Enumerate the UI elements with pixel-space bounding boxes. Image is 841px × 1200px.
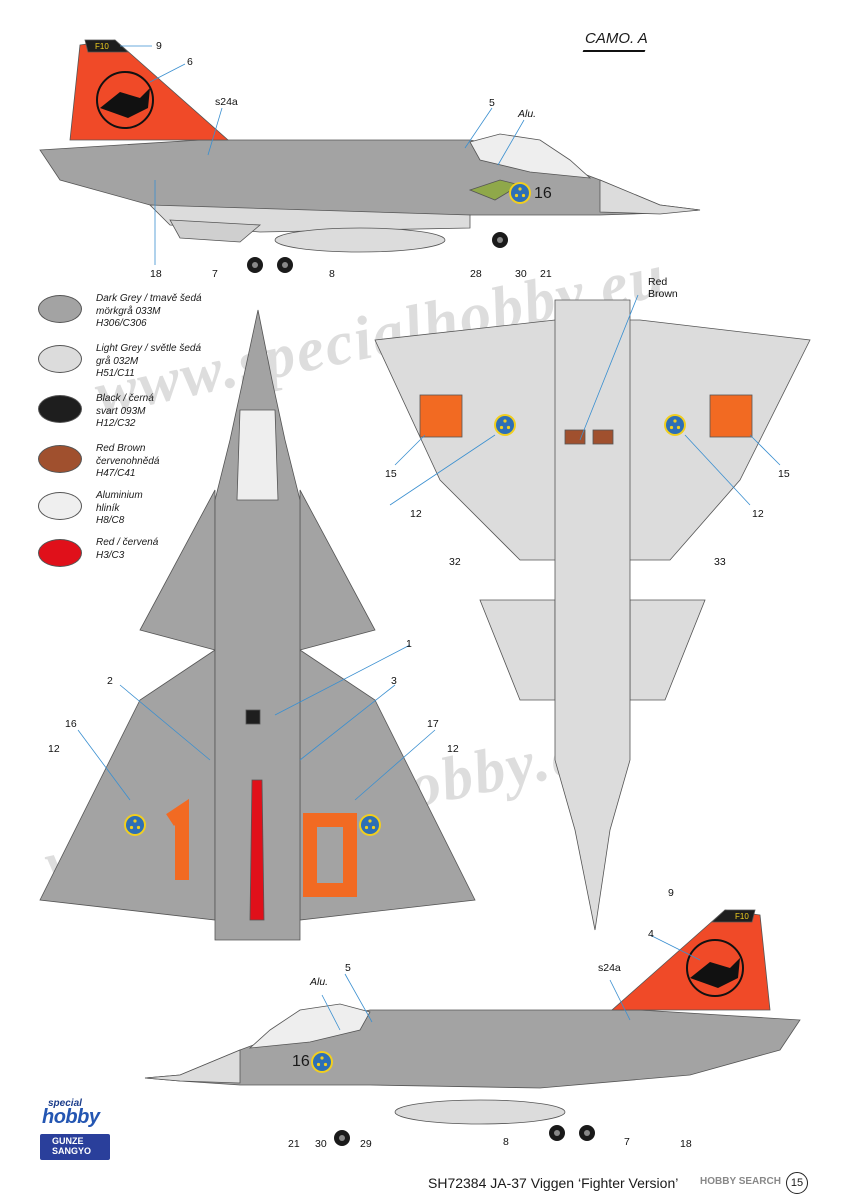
callout-7-bottom: 7 bbox=[624, 1136, 630, 1148]
gunze-line1: GUNZE bbox=[52, 1136, 84, 1146]
hobby-logo-text: hobby bbox=[42, 1106, 100, 1128]
legend-text: Light Grey / světle šedá bbox=[96, 343, 202, 354]
callout-17: 17 bbox=[427, 718, 439, 730]
camo-label: CAMO. A bbox=[585, 30, 648, 47]
legend-swatch bbox=[38, 445, 82, 473]
callout-7: 7 bbox=[212, 268, 218, 280]
gunze-logo-text: GUNZE SANGYO bbox=[52, 1136, 91, 1156]
legend-text: Dark Grey / tmavě šedá bbox=[96, 293, 202, 304]
legend-item-red: Red / červená H3/C3 bbox=[38, 537, 158, 567]
legend-text: Black / černá bbox=[96, 393, 154, 404]
callout-32: 32 bbox=[449, 556, 461, 568]
legend-text: červenohnědá bbox=[96, 455, 160, 467]
legend-item-red-brown: Red Brown červenohnědá H47/C41 bbox=[38, 443, 159, 481]
legend-text: svart 093M bbox=[96, 405, 146, 417]
callout-29: 29 bbox=[360, 1138, 372, 1150]
gunze-line2: SANGYO bbox=[52, 1146, 92, 1156]
callout-15-right: 15 bbox=[778, 468, 790, 480]
callout-28: 28 bbox=[470, 268, 482, 280]
callout-8-bottom: 8 bbox=[503, 1136, 509, 1148]
callout-2: 2 bbox=[107, 675, 113, 687]
callout-12-top-left: 12 bbox=[48, 743, 60, 755]
legend-text: H51/C11 bbox=[96, 368, 135, 379]
callout-1: 1 bbox=[406, 638, 412, 650]
side-code-top: 16 bbox=[534, 185, 552, 202]
callout-15-left: 15 bbox=[385, 468, 397, 480]
tail-code-top: F10 bbox=[95, 42, 109, 51]
callout-8: 8 bbox=[329, 268, 335, 280]
page-title: SH72384 JA-37 Viggen ‘Fighter Version’ bbox=[428, 1175, 679, 1191]
callout-s24a: s24a bbox=[215, 96, 238, 108]
callout-9-bottom: 9 bbox=[668, 887, 674, 899]
legend-item-aluminium: Aluminium hliník H8/C8 bbox=[38, 490, 143, 528]
callout-s24a-bottom: s24a bbox=[598, 962, 621, 974]
legend-text: H306/C306 bbox=[96, 318, 147, 329]
callout-3: 3 bbox=[391, 675, 397, 687]
callout-12-right: 12 bbox=[752, 508, 764, 520]
callout-red: Red bbox=[648, 276, 668, 288]
side-code-bottom: 16 bbox=[292, 1053, 310, 1070]
legend-swatch bbox=[38, 345, 82, 373]
callout-33: 33 bbox=[714, 556, 726, 568]
legend-text: grå 032M bbox=[96, 355, 139, 367]
callout-30: 30 bbox=[515, 268, 527, 280]
callout-5: 5 bbox=[489, 97, 495, 109]
legend-swatch bbox=[38, 395, 82, 423]
legend-item-dark-grey: Dark Grey / tmavě šedá mörkgrå 033M H306… bbox=[38, 293, 202, 331]
callout-21-bottom: 21 bbox=[288, 1138, 300, 1150]
callout-12-left: 12 bbox=[410, 508, 422, 520]
callout-18-bottom: 18 bbox=[680, 1138, 692, 1150]
callout-brown: Brown bbox=[648, 288, 678, 300]
page-number: 15 bbox=[786, 1172, 808, 1194]
legend-item-light-grey: Light Grey / světle šedá grå 032M H51/C1… bbox=[38, 343, 201, 381]
legend-text: H8/C8 bbox=[96, 515, 125, 526]
legend-text: H47/C41 bbox=[96, 468, 136, 479]
gunze-logo bbox=[40, 1134, 110, 1160]
legend-text: hliník bbox=[96, 502, 120, 514]
callout-21: 21 bbox=[540, 268, 552, 280]
tail-code-bottom: F10 bbox=[735, 912, 749, 921]
callout-18: 18 bbox=[150, 268, 162, 280]
callout-6: 6 bbox=[187, 56, 193, 68]
side-view-top bbox=[39, 39, 701, 253]
legend-swatch bbox=[38, 492, 82, 520]
legend-text: Red / červená bbox=[96, 537, 159, 548]
callout-5-bottom: 5 bbox=[345, 962, 351, 974]
callout-alu: Alu. bbox=[518, 108, 537, 120]
callout-16: 16 bbox=[65, 718, 77, 730]
legend-text: Aluminium bbox=[96, 490, 143, 501]
side-view-bottom bbox=[144, 909, 801, 1125]
legend-text: H12/C32 bbox=[96, 418, 136, 429]
callout-9: 9 bbox=[156, 40, 162, 52]
legend-item-black: Black / černá svart 093M H12/C32 bbox=[38, 393, 154, 431]
legend-text: Red Brown bbox=[96, 443, 146, 454]
callout-12-top-right: 12 bbox=[447, 743, 459, 755]
hobby-search-watermark: HOBBY SEARCH bbox=[700, 1176, 781, 1187]
bottom-view bbox=[374, 299, 811, 931]
legend-text: H3/C3 bbox=[96, 549, 125, 561]
legend-swatch bbox=[38, 539, 82, 567]
callout-30-bottom: 30 bbox=[315, 1138, 327, 1150]
callout-4: 4 bbox=[648, 928, 654, 940]
legend-swatch bbox=[38, 295, 82, 323]
top-view-codes bbox=[166, 798, 357, 897]
legend-text: mörkgrå 033M bbox=[96, 305, 161, 317]
callout-alu-bottom: Alu. bbox=[310, 976, 329, 988]
special-logo-text: special bbox=[48, 1098, 82, 1109]
leader-lines bbox=[77, 45, 781, 1031]
